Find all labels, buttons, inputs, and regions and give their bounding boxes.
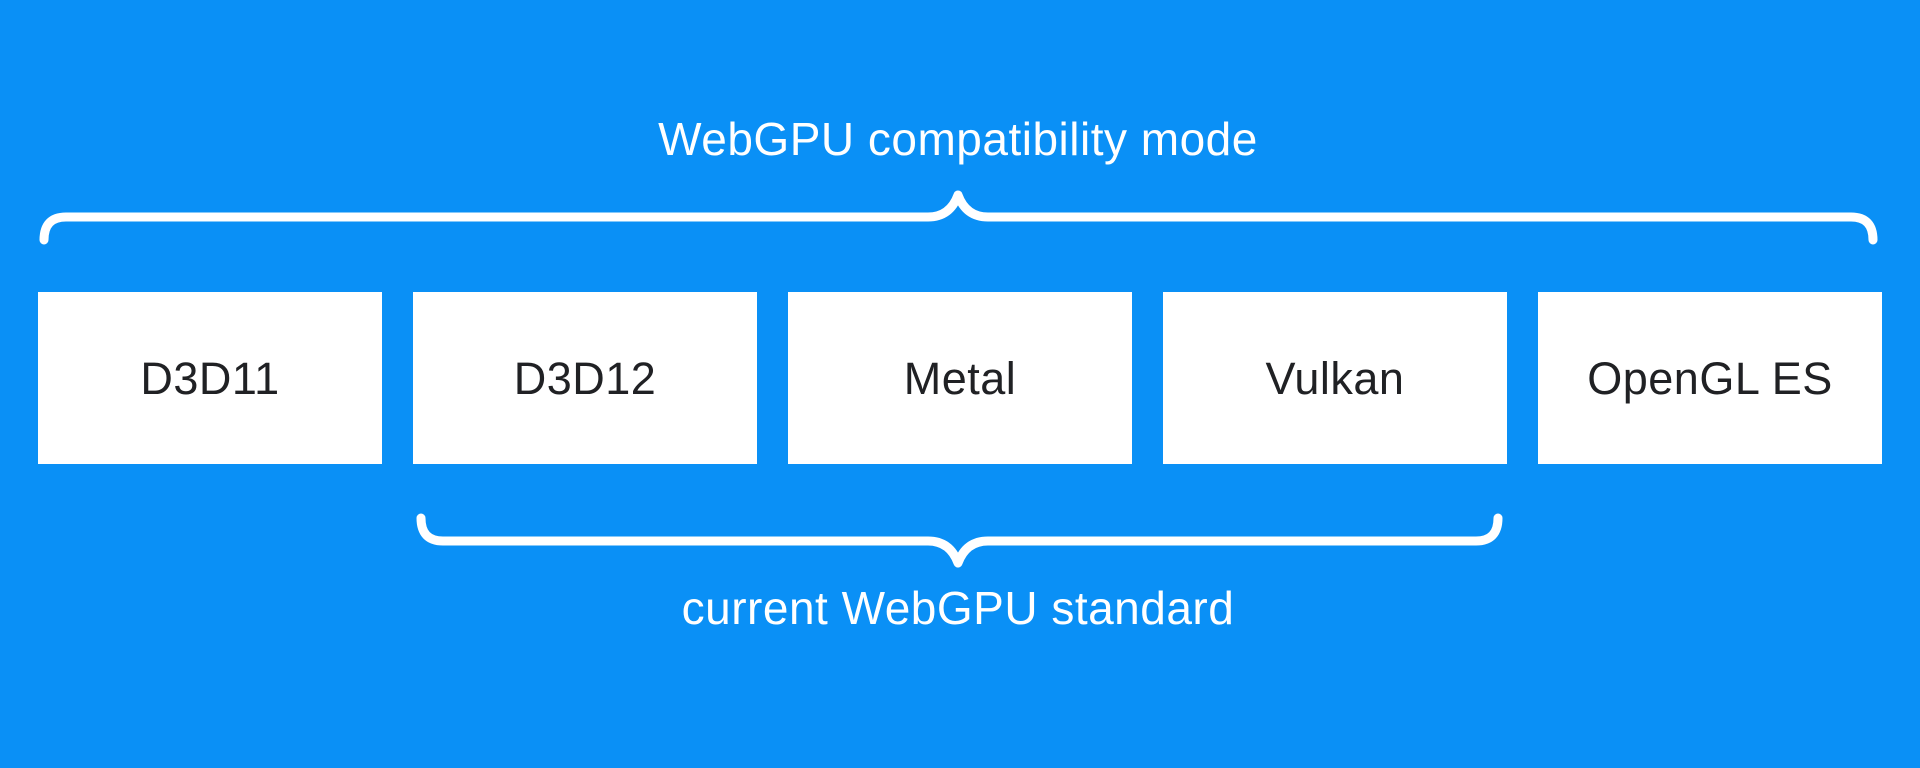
api-box-label: Vulkan: [1265, 352, 1405, 404]
api-box-d3d12: D3D12: [413, 292, 757, 464]
api-box-label: D3D11: [140, 352, 280, 404]
api-box-opengl-es: OpenGL ES: [1538, 292, 1882, 464]
api-box-label: D3D12: [513, 352, 657, 404]
bottom-brace: [416, 513, 1503, 568]
api-box-row: D3D11 D3D12 Metal Vulkan OpenGL ES: [38, 292, 1882, 464]
api-box-label: Metal: [903, 352, 1017, 404]
api-box-label: OpenGL ES: [1587, 352, 1833, 404]
api-box-d3d11: D3D11: [38, 292, 382, 464]
api-box-vulkan: Vulkan: [1163, 292, 1507, 464]
title-webgpu-compatibility-mode: WebGPU compatibility mode: [658, 113, 1258, 165]
api-box-metal: Metal: [788, 292, 1132, 464]
label-current-webgpu-standard: current WebGPU standard: [681, 582, 1235, 634]
top-brace: [39, 190, 1878, 245]
